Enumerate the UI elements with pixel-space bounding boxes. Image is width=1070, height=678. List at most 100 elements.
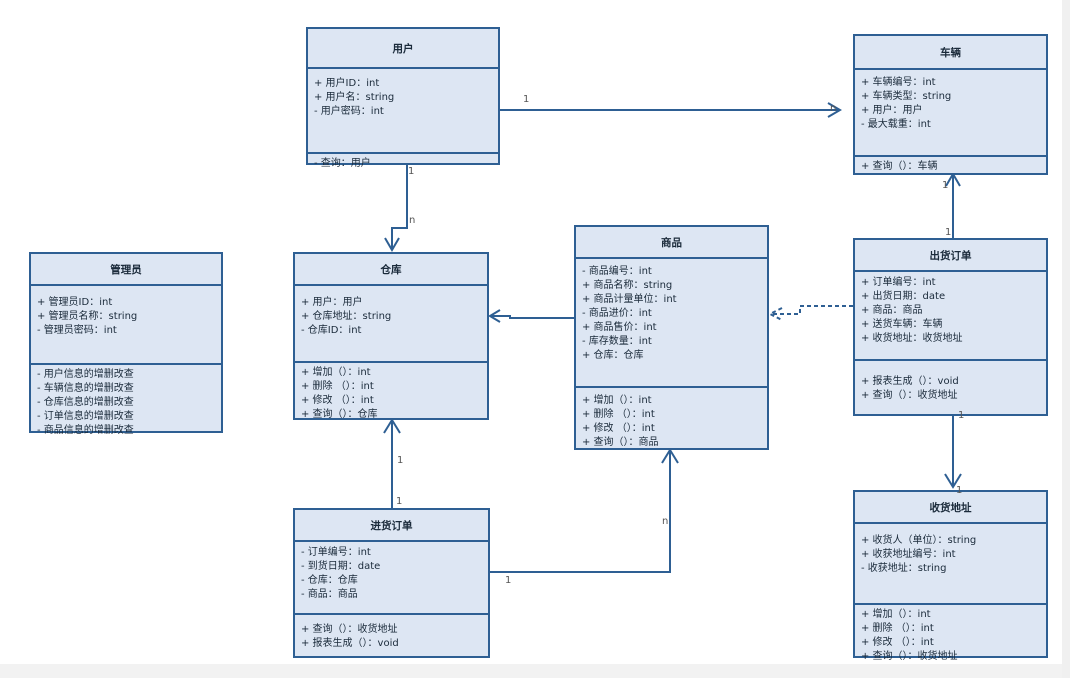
multiplicity-label: 1 bbox=[523, 94, 530, 105]
methods-section: + 查询（）：收货地址 + 报表生成（）：void bbox=[295, 615, 488, 654]
multiplicity-label: 1 bbox=[408, 166, 415, 177]
multiplicity-label: 1 bbox=[956, 485, 963, 496]
method: + 查询（）：收货地址 bbox=[301, 624, 398, 635]
method: + 增加（）：int bbox=[582, 395, 652, 406]
method: - 订单信息的增删改查 bbox=[37, 411, 134, 422]
class-title: 进货订单 bbox=[295, 510, 488, 542]
attributes-section: + 收货人（单位）：string + 收获地址编号：int - 收获地址：str… bbox=[855, 524, 1046, 605]
attribute: - 订单编号：int bbox=[301, 547, 371, 558]
method: + 修改 （）：int bbox=[301, 395, 374, 406]
attribute: - 商品进价：int bbox=[582, 308, 652, 319]
arrowhead-warehouse-bottom bbox=[383, 418, 401, 434]
attributes-section: + 用户ID：int + 用户名：string - 用户密码：int bbox=[308, 69, 498, 154]
class-admin: 管理员 + 管理员ID：int + 管理员名称：string - 管理员密码：i… bbox=[29, 252, 223, 436]
class-outbound-order: 出货订单 + 订单编号：int + 出货日期：date + 商品：商品 + 送货… bbox=[853, 238, 1048, 416]
attribute: + 商品：商品 bbox=[861, 305, 923, 316]
attribute: - 收获地址：string bbox=[861, 563, 947, 574]
methods-section: + 增加（）：int + 删除 （）：int + 修改 （）：int + 查询（… bbox=[855, 605, 1046, 667]
method: + 报表生成（）：void bbox=[301, 638, 399, 649]
attribute: + 收货地址：收货地址 bbox=[861, 333, 963, 344]
arrowhead-goods-bottom bbox=[661, 448, 679, 464]
attribute: - 用户密码：int bbox=[314, 106, 384, 117]
attribute: - 最大载重：int bbox=[861, 119, 931, 130]
attribute: + 用户：用户 bbox=[861, 105, 923, 116]
multiplicity-label: n bbox=[662, 516, 669, 527]
arrowhead-address-top bbox=[944, 473, 962, 489]
assoc-goods-warehouse bbox=[490, 315, 575, 319]
class-title: 出货订单 bbox=[855, 240, 1046, 272]
assoc-user-warehouse bbox=[391, 165, 408, 250]
methods-section: - 用户信息的增删改查 - 车辆信息的增删改查 - 仓库信息的增删改查 - 订单… bbox=[31, 365, 221, 441]
method: - 用户信息的增删改查 bbox=[37, 369, 134, 380]
method: + 查询（）：车辆 bbox=[861, 161, 938, 172]
methods-section: + 报表生成（）：void + 查询（）：收货地址 bbox=[855, 361, 1046, 406]
method: + 删除 （）：int bbox=[301, 381, 374, 392]
multiplicity-label: n bbox=[830, 103, 837, 114]
attribute: + 商品售价：int bbox=[582, 322, 657, 333]
attribute: - 到货日期：date bbox=[301, 561, 381, 572]
method: + 修改 （）：int bbox=[861, 637, 934, 648]
class-title: 仓库 bbox=[295, 254, 487, 286]
attribute: + 商品计量单位：int bbox=[582, 294, 677, 305]
attribute: - 库存数量：int bbox=[582, 336, 652, 347]
class-title: 商品 bbox=[576, 227, 767, 259]
multiplicity-label: 1 bbox=[945, 227, 952, 238]
class-title: 管理员 bbox=[31, 254, 221, 286]
attribute: + 用户ID：int bbox=[314, 78, 380, 89]
class-goods: 商品 - 商品编号：int + 商品名称：string + 商品计量单位：int… bbox=[574, 225, 769, 450]
method: + 查询（）：仓库 bbox=[301, 409, 378, 420]
method: - 仓库信息的增删改查 bbox=[37, 397, 134, 408]
dependency-outbound-goods bbox=[772, 305, 853, 315]
attributes-section: + 车辆编号：int + 车辆类型：string + 用户：用户 - 最大载重：… bbox=[855, 70, 1046, 157]
multiplicity-label: 1 bbox=[397, 455, 404, 466]
attributes-section: - 商品编号：int + 商品名称：string + 商品计量单位：int - … bbox=[576, 259, 767, 388]
attribute: + 仓库：仓库 bbox=[582, 350, 644, 361]
assoc-inbound-goods bbox=[490, 450, 671, 573]
attribute: - 仓库：仓库 bbox=[301, 575, 358, 586]
arrowhead-warehouse-top bbox=[384, 237, 400, 252]
scrollbar-right[interactable] bbox=[1062, 0, 1070, 678]
attribute: + 收获地址编号：int bbox=[861, 549, 956, 560]
scrollbar-bottom[interactable] bbox=[0, 664, 1062, 678]
method: + 查询（）：商品 bbox=[582, 437, 659, 448]
class-inbound-order: 进货订单 - 订单编号：int - 到货日期：date - 仓库：仓库 - 商品… bbox=[293, 508, 490, 658]
multiplicity-label: n bbox=[409, 215, 416, 226]
method: - 查询：用户 bbox=[314, 158, 371, 169]
class-delivery-address: 收货地址 + 收货人（单位）：string + 收获地址编号：int - 收获地… bbox=[853, 490, 1048, 662]
attributes-section: + 用户：用户 + 仓库地址：string - 仓库ID：int bbox=[295, 286, 487, 363]
attribute: + 商品名称：string bbox=[582, 280, 673, 291]
method: + 修改 （）：int bbox=[582, 423, 655, 434]
attributes-section: + 订单编号：int + 出货日期：date + 商品：商品 + 送货车辆：车辆… bbox=[855, 272, 1046, 361]
class-user: 用户 + 用户ID：int + 用户名：string - 用户密码：int - … bbox=[306, 27, 500, 169]
attribute: + 车辆类型：string bbox=[861, 91, 952, 102]
attribute: - 管理员密码：int bbox=[37, 325, 117, 336]
method: + 删除 （）：int bbox=[582, 409, 655, 420]
method: - 车辆信息的增删改查 bbox=[37, 383, 134, 394]
method: - 商品信息的增删改查 bbox=[37, 425, 134, 436]
attribute: - 商品：商品 bbox=[301, 589, 358, 600]
arrowhead-vehicle bbox=[827, 102, 842, 118]
class-title: 收货地址 bbox=[855, 492, 1046, 524]
attributes-section: + 管理员ID：int + 管理员名称：string - 管理员密码：int bbox=[31, 286, 221, 365]
methods-section: + 增加（）：int + 删除 （）：int + 修改 （）：int + 查询（… bbox=[295, 363, 487, 425]
class-vehicle: 车辆 + 车辆编号：int + 车辆类型：string + 用户：用户 - 最大… bbox=[853, 34, 1048, 175]
attribute: + 出货日期：date bbox=[861, 291, 946, 302]
multiplicity-label: 1 bbox=[958, 410, 965, 421]
attribute: + 订单编号：int bbox=[861, 277, 936, 288]
attribute: + 用户：用户 bbox=[301, 297, 363, 308]
method: + 查询（）：收货地址 bbox=[861, 390, 958, 401]
attribute: + 用户名：string bbox=[314, 92, 395, 103]
multiplicity-label: 1 bbox=[396, 496, 403, 507]
arrowhead-goods-right bbox=[767, 307, 783, 321]
attribute: + 收货人（单位）：string bbox=[861, 535, 977, 546]
method: + 增加（）：int bbox=[301, 367, 371, 378]
attribute: + 仓库地址：string bbox=[301, 311, 392, 322]
method: + 增加（）：int bbox=[861, 609, 931, 620]
class-warehouse: 仓库 + 用户：用户 + 仓库地址：string - 仓库ID：int + 增加… bbox=[293, 252, 489, 420]
attribute: + 管理员名称：string bbox=[37, 311, 138, 322]
arrowhead-warehouse-right bbox=[488, 309, 501, 323]
attribute: + 管理员ID：int bbox=[37, 297, 113, 308]
methods-section: + 查询（）：车辆 bbox=[855, 157, 1046, 177]
attribute: - 仓库ID：int bbox=[301, 325, 362, 336]
